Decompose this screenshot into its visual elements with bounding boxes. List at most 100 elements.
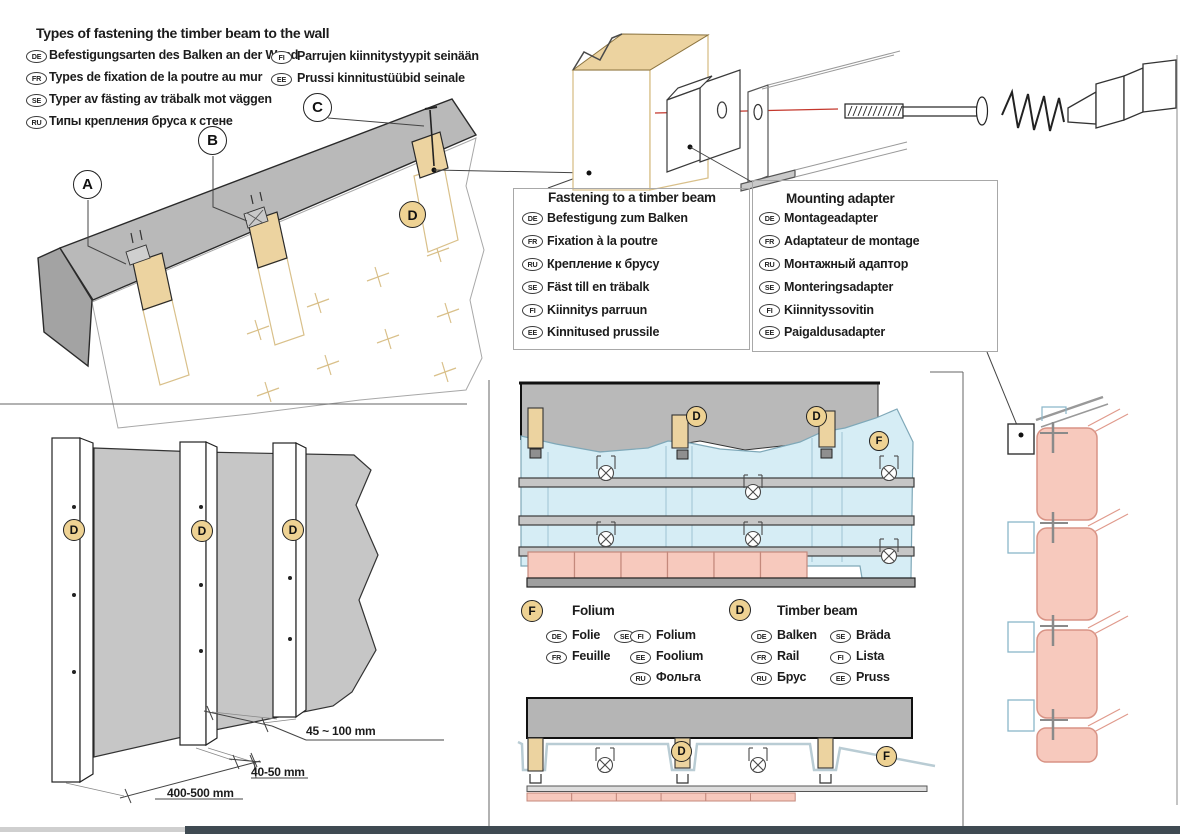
lang-badge-fr: FR [751,651,772,664]
lang-badge-se: SE [759,281,780,294]
fixing-pins [1040,422,1068,740]
marker-d-front-1: D [63,519,85,541]
band-end-face [37,247,93,368]
lang-badge-fi: FI [630,630,651,643]
adapter-title: Mounting adapter [786,191,895,206]
marker-d-section-1: D [686,406,707,427]
adapter-de: Montageadapter [784,211,878,225]
rail-strip [526,785,928,792]
bottom-rail [526,577,916,588]
screw-assembly [844,96,989,126]
lang-badge-ru: RU [751,672,772,685]
lang-badge-de: DE [546,630,567,643]
title-translation-se: Typer av fästing av träbalk mot väggen [49,92,272,106]
dimension-lines [119,705,444,804]
lang-badge-ee: EE [271,73,292,86]
lang-badge-ee: EE [759,326,780,339]
legend-folium-marker: F [521,600,543,622]
lang-badge-de: DE [759,212,780,225]
fastening-fr: Fixation à la poutre [547,234,658,248]
timber-se: Bräda [856,628,891,642]
panel-hatch-lines [1087,408,1129,733]
marker-d-section-2: D [806,406,827,427]
marker-c: C [303,93,332,122]
wall-section-top-view [518,381,916,588]
adapter-fi: Kiinnityssovitin [784,303,874,317]
timber-fr: Rail [777,649,800,663]
lang-badge-ru: RU [26,116,47,129]
fastening-se: Fäst till en träbalk [547,280,650,294]
bottom-bar-light [0,827,185,832]
insulation-panels [1036,427,1098,763]
dim-beam-spacing: 400-500 mm [167,786,234,800]
lang-badge-se: SE [26,94,47,107]
iso-wall-diagram [37,98,590,429]
fastening-title: Fastening to a timber beam [548,190,716,205]
lang-badge-se: SE [522,281,543,294]
timber-fi: Lista [856,649,885,663]
timber-ee: Pruss [856,670,890,684]
marker-a: A [73,170,102,199]
insulation-panels [527,551,808,579]
marker-f-plan: F [876,746,897,767]
screw-dots [72,505,292,674]
adapter-fr: Adaptateur de montage [784,234,920,248]
adapter-se: Monteringsadapter [784,280,894,294]
clamps [529,448,833,460]
adapter-brackets [1007,423,1035,732]
marker-f-section: F [869,431,889,451]
fastening-ru: Крепление к брусу [547,257,660,271]
u-brackets [529,774,832,784]
timber-beam-top [571,33,710,71]
folium-de: Folie [572,628,601,642]
mounting-rail [740,50,908,192]
legend-timber-title: Timber beam [777,603,858,618]
dim-beam-thickness: 40-50 mm [251,765,305,779]
marker-d-front-3: D [282,519,304,541]
fastening-callout-box [513,188,750,350]
lath-cross-pattern [246,241,460,403]
lang-badge-ru: RU [759,258,780,271]
lang-badge-fi: FI [759,304,780,317]
screw [429,109,435,167]
adapter-callout-box [752,180,998,352]
lang-badge-ee: EE [830,672,851,685]
ghost-beams [142,165,459,386]
wall-front-diagram [51,437,444,804]
wall-section-plan-view [517,697,936,802]
timber-beams [527,407,836,449]
extension-lines [65,711,297,797]
lang-badge-fr: FR [26,72,47,85]
lang-badge-ru: RU [522,258,543,271]
insulation-stack-diagram [1007,395,1129,763]
lang-badge-ru: RU [630,672,651,685]
lang-badge-fr: FR [759,235,780,248]
marker-d-front-2: D [191,520,213,542]
marker-b: B [198,126,227,155]
lang-badge-de: DE [522,212,543,225]
wall-bar [526,697,913,739]
timber-ru: Брус [777,670,807,684]
lang-badge-de: DE [751,630,772,643]
lang-badge-se: SE [830,630,851,643]
lang-badge-fi: FI [830,651,851,664]
clamp-bracket [666,69,741,173]
folium-ru: Фольга [656,670,701,684]
lang-badge-fi: FI [522,304,543,317]
title-translation-ee: Prussi kinnitustüübid seinale [297,71,465,85]
section-separators [0,55,1178,828]
title-translation-de: Befestigungsarten des Balken an der Wand [49,48,299,62]
folium-se-fi: Folium [656,628,696,642]
title-translation-fr: Types de fixation de la poutre au mur [49,70,263,84]
foil-line [517,740,936,772]
adapter-ee: Paigaldusadapter [784,325,885,339]
wall-band [58,98,478,301]
lang-badge-ee: EE [522,326,543,339]
folium-ee: Foolium [656,649,704,663]
adapter-ru: Монтажный адаптор [784,257,909,271]
fastened-beams [125,106,449,311]
lang-badge-fr: FR [546,651,567,664]
fastening-de: Befestigung zum Balken [547,211,688,225]
page-title: Types of fastening the timber beam to th… [36,25,330,41]
